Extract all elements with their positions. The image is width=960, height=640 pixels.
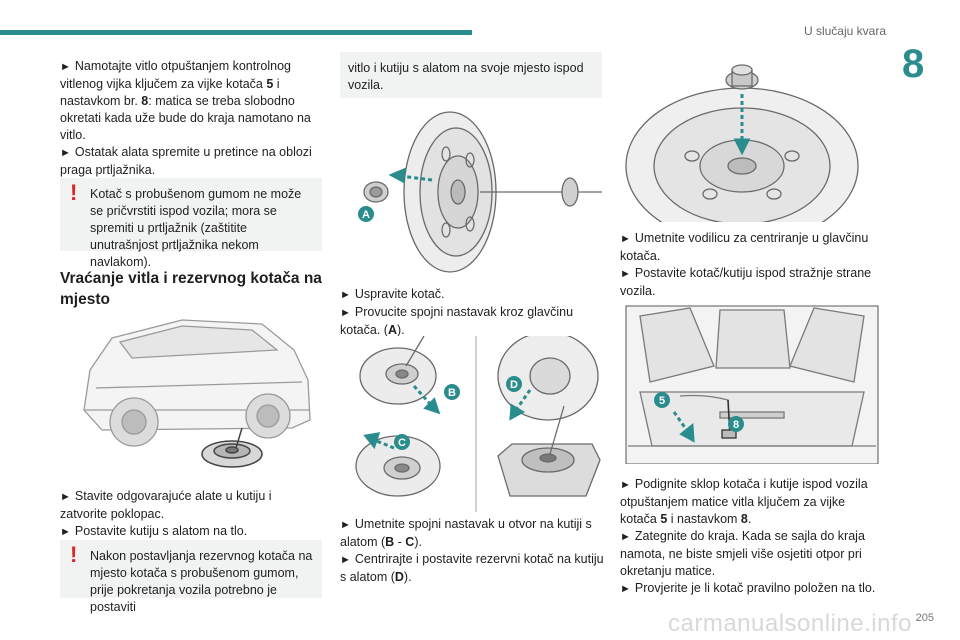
figure-label-c: C: [398, 437, 406, 449]
chapter-number: 8: [902, 42, 925, 86]
step-tighten: ►Zategnite do kraja. Kada se sajla do kr…: [620, 529, 865, 578]
step-unwind-winch: ►Namotajte vitlo otpuštanjem kontrolnog …: [60, 59, 311, 142]
figure-label-5: 5: [659, 395, 665, 407]
column-2-steps-bottom: ►Umetnite spojni nastavak u otvor na kut…: [340, 516, 604, 586]
step-position-under-vehicle: ►Postavite kotač/kutiju ispod stražnje s…: [620, 266, 872, 298]
column-1-steps-bottom: ►Stavite odgovarajuće alate u kutiju i z…: [60, 488, 322, 541]
warning-note-continued: vitlo i kutiju s alatom na svoje mjesto …: [340, 52, 602, 98]
page-number: 205: [915, 612, 934, 624]
step-place-box: ►Postavite kutiju s alatom na tlo.: [60, 524, 248, 538]
section-heading: Vraćanje vitla i rezervnog kotača na mje…: [60, 270, 322, 308]
bullet-icon: ►: [60, 61, 71, 73]
bullet-icon: ►: [340, 289, 351, 301]
bullet-icon: ►: [340, 554, 351, 566]
chapter-accent-bar: [0, 30, 472, 35]
warning-text-continued: vitlo i kutiju s alatom na svoje mjesto …: [348, 61, 584, 92]
step-insert-centering-guide: ►Umetnite vodilicu za centriranje u glav…: [620, 231, 869, 263]
figure-label-b: B: [448, 387, 456, 399]
bullet-icon: ►: [620, 268, 631, 280]
step-center-wheel: ►Centrirajte i postavite rezervni kotač …: [340, 552, 604, 584]
warning-icon: !: [70, 542, 78, 567]
car-with-spare-wheel-figure: [72, 310, 322, 478]
column-3-steps-bottom: ►Podignite sklop kotača i kutije ispod v…: [620, 476, 884, 598]
column-1-steps-top: ►Namotajte vitlo otpuštanjem kontrolnog …: [60, 58, 322, 179]
figure-label-d: D: [510, 379, 518, 391]
column-2-steps-top: ►Uspravite kotač. ►Provucite spojni nast…: [340, 286, 604, 339]
step-put-tools-in-box: ►Stavite odgovarajuće alate u kutiju i z…: [60, 489, 272, 521]
bullet-icon: ►: [620, 531, 631, 543]
step-lift-assembly: ►Podignite sklop kotača i kutije ispod v…: [620, 477, 868, 526]
centering-guide-figure: [620, 56, 884, 222]
bullet-icon: ►: [620, 583, 631, 595]
warning-text: Nakon postavljanja rezervnog kotača na m…: [90, 549, 313, 614]
step-check-position: ►Provjerite je li kotač pravilno položen…: [620, 581, 876, 595]
bullet-icon: ►: [60, 491, 71, 503]
bullet-icon: ►: [620, 233, 631, 245]
warning-note-2: ! Nakon postavljanja rezervnog kotača na…: [60, 540, 322, 614]
spare-wheel-connector-figure-a: A: [340, 104, 604, 280]
warning-text: Kotač s probušenom gumom ne može se prič…: [90, 187, 302, 269]
boot-winch-figure: 5 8: [620, 296, 884, 464]
bullet-icon: ►: [340, 307, 351, 319]
bullet-icon: ►: [340, 519, 351, 531]
step-store-tools: ►Ostatak alata spremite u pretince na ob…: [60, 145, 312, 177]
warning-note-1: ! Kotač s probušenom gumom ne može se pr…: [60, 178, 322, 269]
step-insert-connector: ►Provucite spojni nastavak kroz glavčinu…: [340, 305, 574, 337]
chapter-title: U slučaju kvara: [803, 24, 886, 38]
bullet-icon: ►: [60, 526, 71, 538]
bullet-icon: ►: [620, 479, 631, 491]
connector-box-figure-bcd: B C D: [340, 336, 604, 512]
watermark: carmanualsonline.info: [668, 610, 912, 637]
bullet-icon: ►: [60, 147, 71, 159]
column-3-steps-top: ►Umetnite vodilicu za centriranje u glav…: [620, 230, 884, 300]
figure-label-a: A: [362, 209, 370, 221]
warning-icon: !: [70, 180, 78, 205]
step-raise-wheel: ►Uspravite kotač.: [340, 287, 445, 301]
step-insert-into-box: ►Umetnite spojni nastavak u otvor na kut…: [340, 517, 592, 549]
figure-label-8: 8: [733, 419, 739, 431]
